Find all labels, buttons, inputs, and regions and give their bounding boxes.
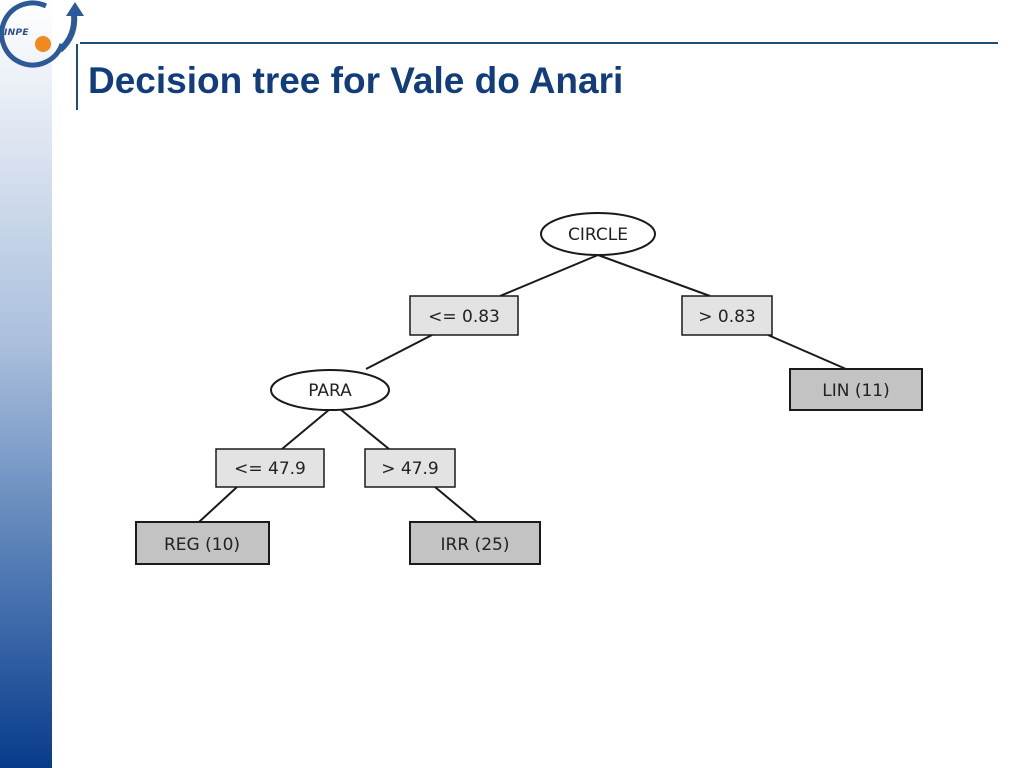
leaf-reg: REG (10) xyxy=(135,521,270,565)
header-vertical-rule xyxy=(76,44,78,110)
leaf-reg-label: REG (10) xyxy=(164,535,240,555)
edge-gt-irr xyxy=(434,486,478,523)
condition-para-le: <= 47.9 xyxy=(215,448,325,488)
condition-circle-le-label: <= 0.83 xyxy=(428,307,500,327)
edge-circle-gt xyxy=(597,254,711,297)
edge-gt-lin xyxy=(767,334,847,370)
logo-text: INPE xyxy=(4,28,29,38)
node-circle-label: CIRCLE xyxy=(568,225,628,245)
node-para: PARA xyxy=(270,369,390,411)
edge-para-gt xyxy=(339,408,390,450)
inpe-logo-mark xyxy=(0,0,84,68)
edge-para-le xyxy=(281,408,331,450)
edge-le-para xyxy=(365,334,433,370)
leaf-lin: LIN (11) xyxy=(789,368,923,411)
sidebar-gradient xyxy=(0,0,52,768)
leaf-irr: IRR (25) xyxy=(409,521,541,565)
inpe-logo: INPE xyxy=(0,0,92,72)
edge-circle-le xyxy=(499,254,599,297)
node-circle: CIRCLE xyxy=(540,212,656,256)
leaf-lin-label: LIN (11) xyxy=(822,381,890,401)
leaf-irr-label: IRR (25) xyxy=(441,535,510,555)
condition-circle-gt-label: > 0.83 xyxy=(698,307,756,327)
condition-para-le-label: <= 47.9 xyxy=(234,459,306,479)
condition-circle-gt: > 0.83 xyxy=(681,295,773,336)
tree-edges xyxy=(198,254,847,523)
condition-para-gt: > 47.9 xyxy=(364,448,456,488)
header-rule xyxy=(80,42,998,44)
node-para-label: PARA xyxy=(308,381,352,401)
edge-le-reg xyxy=(198,486,238,523)
page-title: Decision tree for Vale do Anari xyxy=(88,60,624,101)
condition-para-gt-label: > 47.9 xyxy=(381,459,439,479)
condition-circle-le: <= 0.83 xyxy=(409,295,519,336)
